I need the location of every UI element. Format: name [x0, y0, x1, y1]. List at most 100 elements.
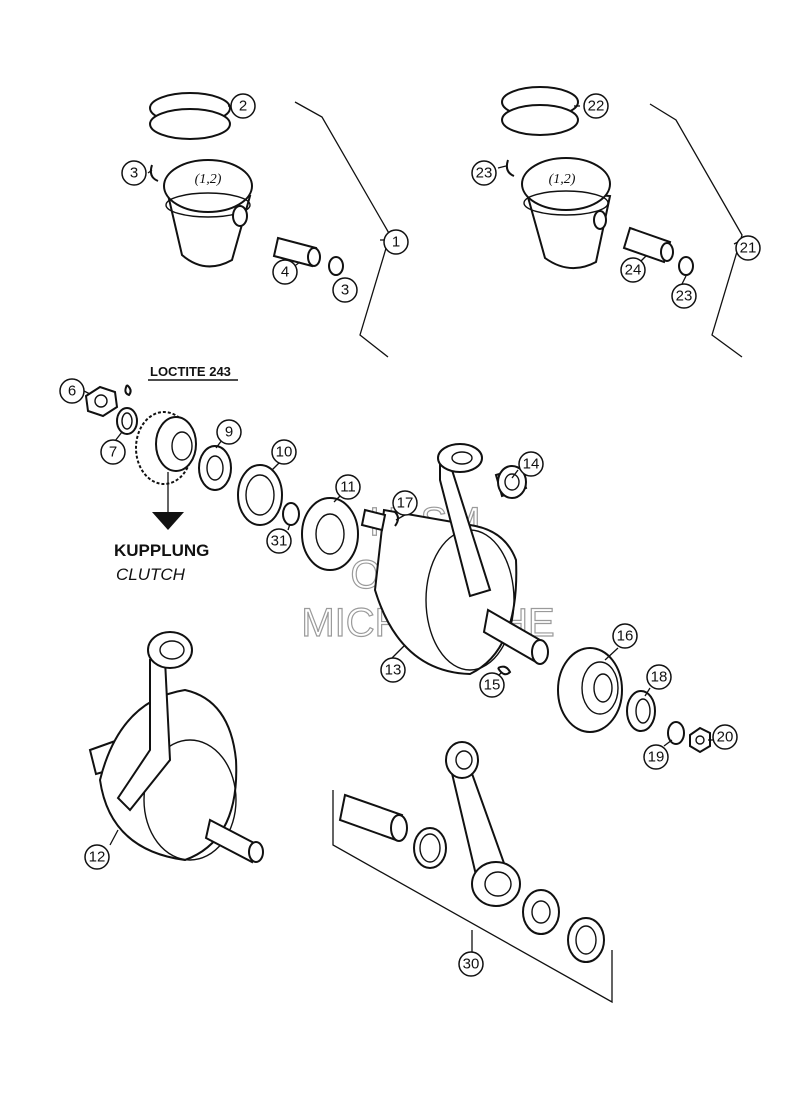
woodruff-key	[497, 665, 512, 676]
svg-text:23: 23	[676, 288, 693, 305]
svg-text:7: 7	[109, 444, 117, 461]
svg-text:19: 19	[648, 749, 665, 766]
svg-text:22: 22	[588, 98, 605, 115]
gear-hub	[155, 416, 197, 472]
callout-3: 3	[121, 160, 147, 186]
arrow-down-icon	[152, 512, 184, 530]
group-bracket-30	[332, 790, 613, 1004]
crank-shaft-end	[360, 508, 387, 532]
crank-web	[373, 508, 518, 676]
callout-17: 17	[392, 490, 418, 516]
callout-7: 7	[100, 439, 126, 465]
svg-text:16: 16	[617, 628, 634, 645]
svg-text:3: 3	[130, 165, 138, 182]
main-bearing-left	[301, 497, 359, 571]
svg-text:30: 30	[463, 956, 480, 973]
callout-31: 31	[266, 528, 292, 554]
svg-text:1: 1	[392, 234, 400, 251]
thrust-washer	[413, 827, 447, 869]
svg-text:31: 31	[271, 533, 288, 550]
drive-side-parts: LOCTITE 243 KUPPLUNG CLUTCH	[84, 364, 359, 584]
callout-23: 23	[471, 160, 497, 186]
crank-flywheel	[98, 688, 238, 862]
crank-output-shaft	[204, 818, 258, 864]
circlip	[678, 256, 694, 276]
circlip	[505, 159, 515, 177]
piston-pin	[622, 226, 672, 264]
conrod-small-end	[147, 631, 193, 669]
spacer-bushing	[198, 445, 232, 491]
callout-18: 18	[646, 664, 672, 690]
conrod-small-end	[445, 741, 479, 779]
conrod-kit-30	[332, 741, 613, 1004]
crankshaft-assembly-13	[360, 443, 549, 676]
power-side-parts	[557, 647, 711, 754]
piston-skirt	[524, 188, 612, 269]
callout-16: 16	[612, 623, 638, 649]
circlip	[328, 256, 344, 276]
kupplung-label: KUPPLUNG	[114, 541, 209, 560]
svg-text:12: 12	[89, 849, 106, 866]
callout-20: 20	[712, 724, 738, 750]
piston-assembly-2: (1,2)	[501, 86, 743, 358]
svg-text:15: 15	[484, 677, 501, 694]
callout-24: 24	[620, 257, 646, 283]
svg-text:14: 14	[523, 456, 540, 473]
callout-4: 4	[272, 259, 298, 285]
needle-bearing	[522, 889, 560, 935]
shaft-seal-right	[626, 690, 656, 732]
svg-text:11: 11	[340, 479, 356, 496]
piston-mark: (1,2)	[195, 172, 222, 187]
svg-text:18: 18	[651, 669, 668, 686]
group-bracket-2	[649, 103, 743, 358]
callout-19: 19	[643, 744, 669, 770]
conrod-big-end	[471, 861, 521, 907]
callout-2: 2	[230, 93, 256, 119]
piston-mark: (1,2)	[549, 172, 576, 187]
callout-10: 10	[271, 439, 297, 465]
circlip	[149, 164, 159, 182]
callout-22: 22	[583, 93, 609, 119]
piston-crown	[163, 159, 253, 213]
callout-12: 12	[84, 844, 110, 870]
piston-ring-lower	[501, 104, 579, 136]
svg-text:6: 6	[68, 383, 76, 400]
callout-14: 14	[518, 451, 544, 477]
callout-11: 11	[335, 474, 361, 500]
svg-text:23: 23	[476, 165, 493, 182]
loctite-label: LOCTITE 243	[150, 364, 231, 379]
svg-text:20: 20	[717, 729, 734, 746]
nut	[84, 385, 119, 418]
conrod-small-end	[437, 443, 483, 473]
piston-crown	[521, 157, 611, 211]
callout-21: 21	[735, 235, 761, 261]
svg-text:21: 21	[740, 240, 757, 257]
shaft-seal	[237, 464, 283, 526]
svg-text:17: 17	[397, 495, 414, 512]
callout-1: 1	[383, 229, 409, 255]
svg-text:9: 9	[225, 424, 233, 441]
loctite-drop	[124, 384, 132, 397]
crank-nut	[689, 726, 711, 754]
o-ring	[282, 502, 300, 526]
piston-assembly-1: (1,2)	[149, 92, 391, 358]
svg-text:4: 4	[281, 264, 289, 281]
svg-text:2: 2	[239, 98, 247, 115]
svg-text:24: 24	[625, 262, 642, 279]
piston-pin-bore	[593, 210, 607, 230]
svg-text:3: 3	[341, 282, 349, 299]
callout-3: 3	[332, 277, 358, 303]
lock-washer	[116, 407, 138, 435]
needle-bearing-14	[494, 465, 528, 499]
callout-30: 30	[458, 951, 484, 977]
main-bearing-right	[557, 647, 623, 733]
group-bracket-1	[294, 101, 391, 358]
callout-23: 23	[671, 283, 697, 309]
callout-9: 9	[216, 419, 242, 445]
thrust-washer	[567, 917, 605, 963]
svg-text:10: 10	[276, 444, 293, 461]
washer	[667, 721, 685, 745]
callout-13: 13	[380, 657, 406, 683]
clutch-label: CLUTCH	[116, 565, 186, 584]
